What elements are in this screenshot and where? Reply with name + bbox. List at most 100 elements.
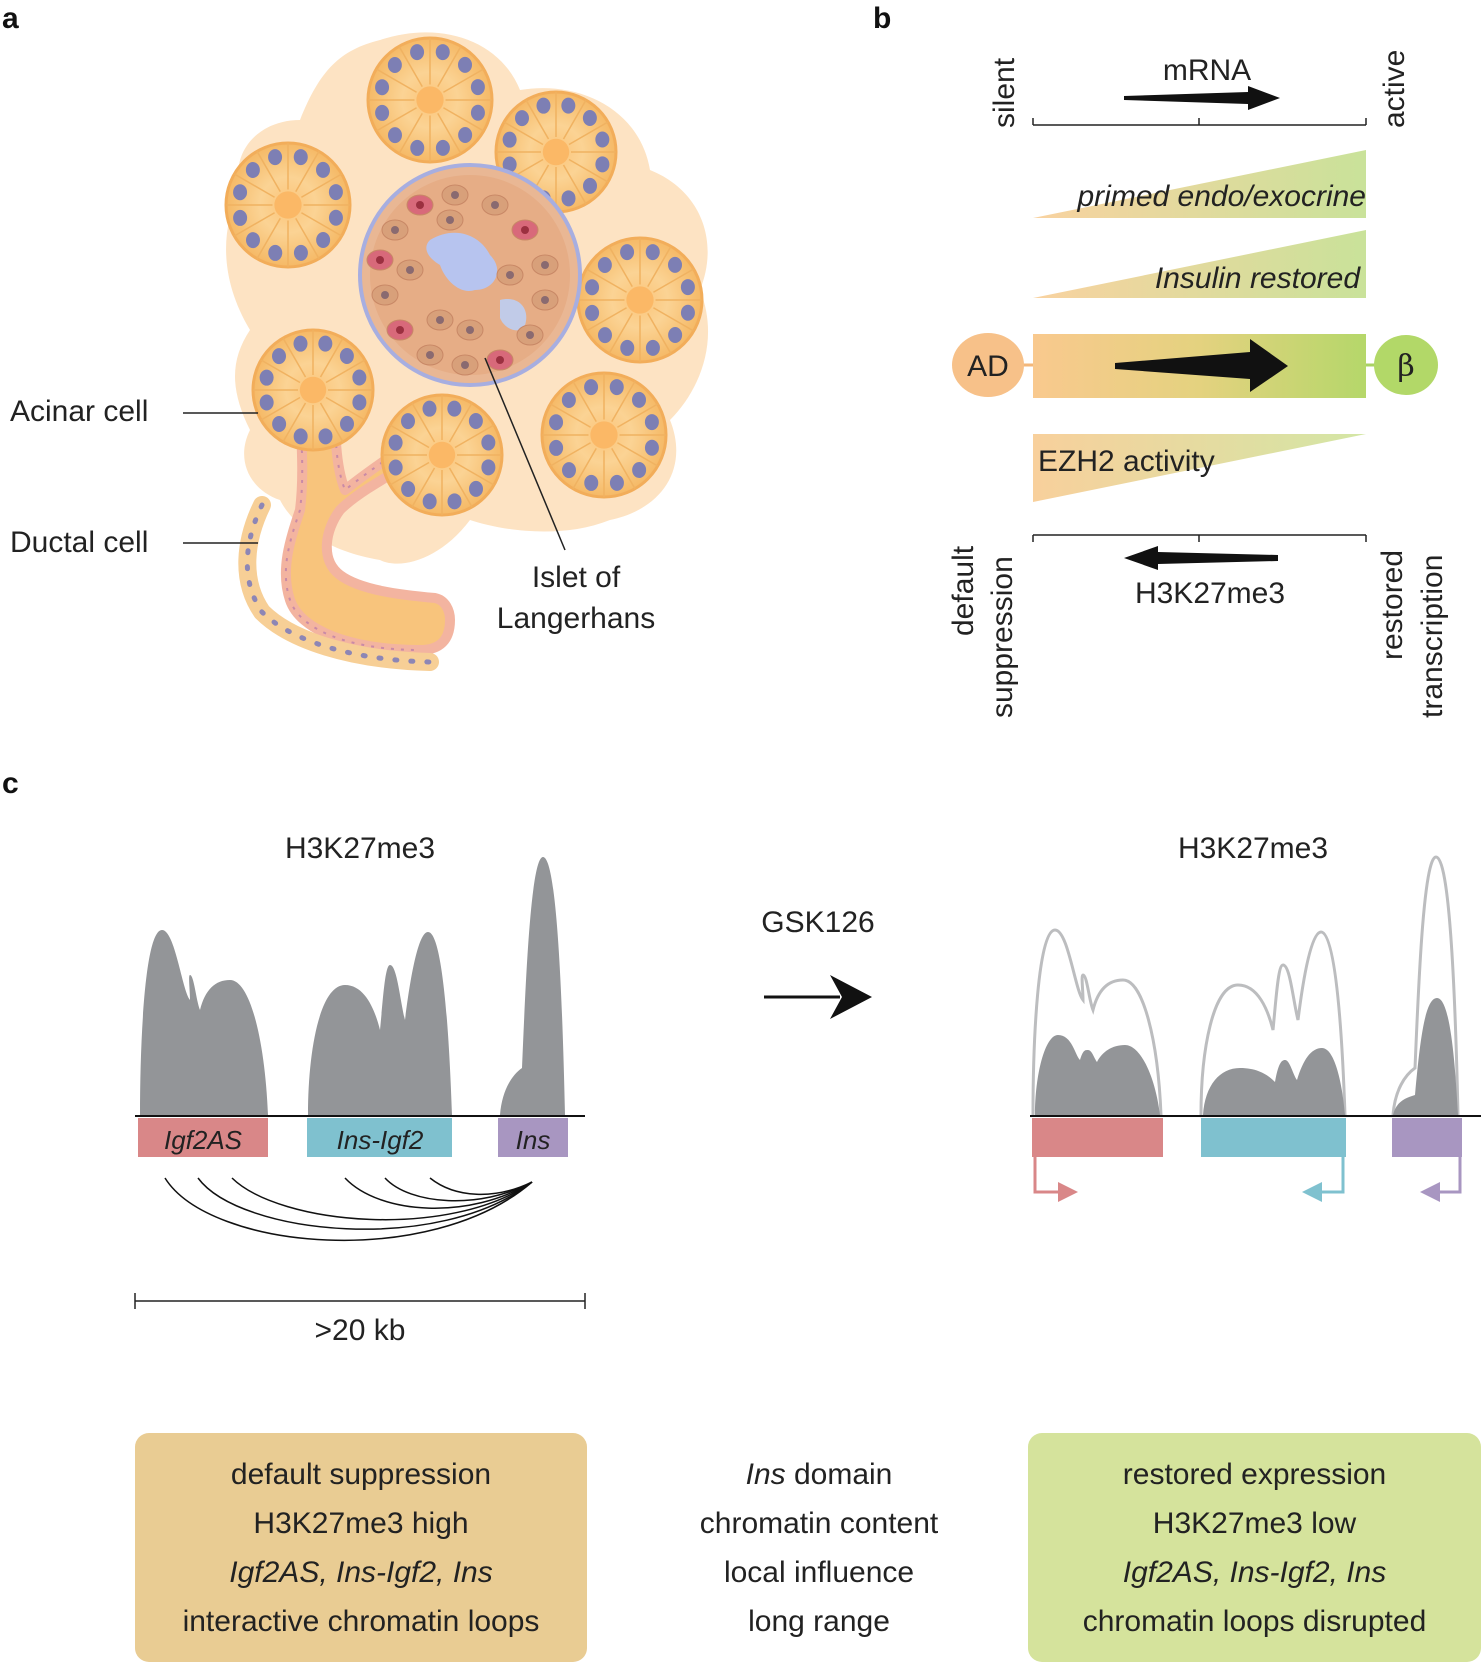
peak-insigf2 [308, 932, 452, 1115]
islet-cell-nucleus [406, 266, 414, 274]
summary-box-middle: Ins domain chromatin content local influ… [660, 1433, 978, 1662]
beta-label: β [1397, 349, 1414, 384]
chromatin-loops [164, 1177, 533, 1242]
insigf2-tss-arrow-line [1318, 1157, 1345, 1194]
active-label: active [1378, 50, 1411, 128]
ezh2-label: EZH2 activity [1038, 445, 1215, 478]
box-mid-line1: Ins domain [746, 1450, 893, 1499]
primed-triangle [1033, 150, 1366, 218]
ad-label: AD [967, 350, 1009, 383]
default-label-line2: suppression [986, 556, 1019, 718]
islet-leader-line [484, 357, 566, 551]
islet-cell-nucleus [446, 216, 454, 224]
islet-cell-nucleus [541, 261, 549, 269]
islet-cell-nucleus [506, 271, 514, 279]
left-h3k27me3-title: H3K27me3 [285, 832, 435, 865]
summary-box-restored: restored expression H3K27me3 low Igf2AS,… [1028, 1433, 1481, 1662]
peak-right-insigf2 [1203, 1048, 1345, 1115]
box-left-line3: Igf2AS, Ins-Igf2, Ins [229, 1555, 493, 1589]
islet-cell-nucleus [521, 226, 529, 234]
h3k27me3-label-b: H3K27me3 [1135, 577, 1285, 610]
islet-cell-nucleus [496, 356, 504, 364]
islet-label-line2: Langerhans [497, 602, 655, 635]
peak-igf2as-1 [140, 930, 268, 1115]
gsk126-label: GSK126 [761, 906, 874, 939]
box-mid-line4: long range [748, 1604, 890, 1638]
duct-nuclei-left [284, 389, 421, 651]
default-label-line1: default [947, 545, 980, 636]
panel-c-letter: c [2, 767, 19, 800]
igf2as-tss-arrow-line [1033, 1157, 1062, 1194]
ductal-cell-label: Ductal cell [10, 526, 148, 559]
primed-label: primed endo/exocrine [1076, 180, 1366, 213]
box-mid-line3: local influence [723, 1555, 915, 1589]
box-mid-line2: chromatin content [699, 1506, 939, 1540]
gsk126-arrow-head [830, 975, 872, 1019]
acinus [366, 36, 494, 164]
panel-a-letter: a [2, 2, 19, 35]
peak-right-igf2as [1035, 1035, 1160, 1115]
acini-group [224, 36, 704, 517]
box-right-line1: restored expression [1122, 1457, 1387, 1491]
h3k27me3-arrow [1124, 546, 1278, 570]
insulin-triangle [1033, 230, 1366, 298]
box-mid-line1-rest: domain [785, 1457, 893, 1491]
state-bar-arrow [1115, 339, 1288, 392]
islet-cell-nucleus [376, 256, 384, 264]
summary-box-default: default suppression H3K27me3 high Igf2AS… [135, 1433, 587, 1662]
left-gene-insigf2-label: Ins-Igf2 [337, 1125, 424, 1155]
scale-label: >20 kb [315, 1314, 406, 1347]
old-peak-igf2as [1031, 928, 1163, 1116]
ins-tss-arrow-line [1436, 1157, 1462, 1194]
peak-ins [500, 857, 565, 1115]
box-left-line4: interactive chromatin loops [182, 1604, 540, 1638]
acinus [224, 141, 352, 269]
islet-cell-nucleus [461, 361, 469, 369]
islet-cell-nucleus [396, 326, 404, 334]
mrna-arrow [1124, 86, 1280, 110]
islet-cell-nucleus [381, 291, 389, 299]
box-mid-line1-italic: Ins [745, 1457, 786, 1491]
left-gene-ins-block [498, 1118, 568, 1157]
acinus [540, 371, 668, 499]
loop-1 [164, 1177, 533, 1242]
islet-cell-nucleus [391, 226, 399, 234]
loop-5 [384, 1177, 533, 1202]
box-right-line4: chromatin loops disrupted [1082, 1604, 1427, 1638]
acinar-cell-label: Acinar cell [10, 395, 148, 428]
ad-circle [952, 333, 1024, 397]
loop-4 [344, 1177, 533, 1209]
pancreas-illustration [224, 32, 709, 671]
islet-cell-nucleus [426, 351, 434, 359]
islet-cell-nucleus [436, 316, 444, 324]
beta-circle [1374, 335, 1438, 395]
silent-label: silent [988, 57, 1021, 128]
panel-b-letter: b [873, 2, 891, 35]
left-gene-ins-label: Ins [516, 1125, 551, 1155]
box-right-line3: Igf2AS, Ins-Igf2, Ins [1122, 1555, 1387, 1589]
left-gene-igf2as-block [138, 1118, 268, 1157]
islet-cell-nucleus [466, 326, 474, 334]
loop-3 [231, 1177, 533, 1221]
old-peak-ins [1391, 855, 1460, 1116]
left-gene-igf2as-label: Igf2AS [164, 1125, 243, 1155]
left-gene-insigf2-block [307, 1118, 452, 1157]
box-right-line2: H3K27me3 low [1152, 1506, 1357, 1540]
right-peaks [1035, 998, 1458, 1115]
right-gene-ins-block [1392, 1118, 1462, 1157]
peak-right-ins [1393, 998, 1458, 1115]
islet-cell-nucleus [491, 201, 499, 209]
islet-cell-nucleus [526, 331, 534, 339]
restored-label-line2: transcription [1416, 555, 1449, 718]
ins-tss-arrowhead [1420, 1182, 1440, 1202]
islet-cells [366, 184, 559, 376]
islet-label-line1: Islet of [532, 561, 621, 594]
acinus [251, 328, 375, 452]
islet-cell-nucleus [451, 191, 459, 199]
box-left-line1: default suppression [230, 1457, 492, 1491]
left-peaks [140, 857, 565, 1115]
restored-label-line1: restored [1376, 550, 1409, 660]
acinus [576, 236, 704, 364]
insulin-label: Insulin restored [1155, 262, 1361, 295]
